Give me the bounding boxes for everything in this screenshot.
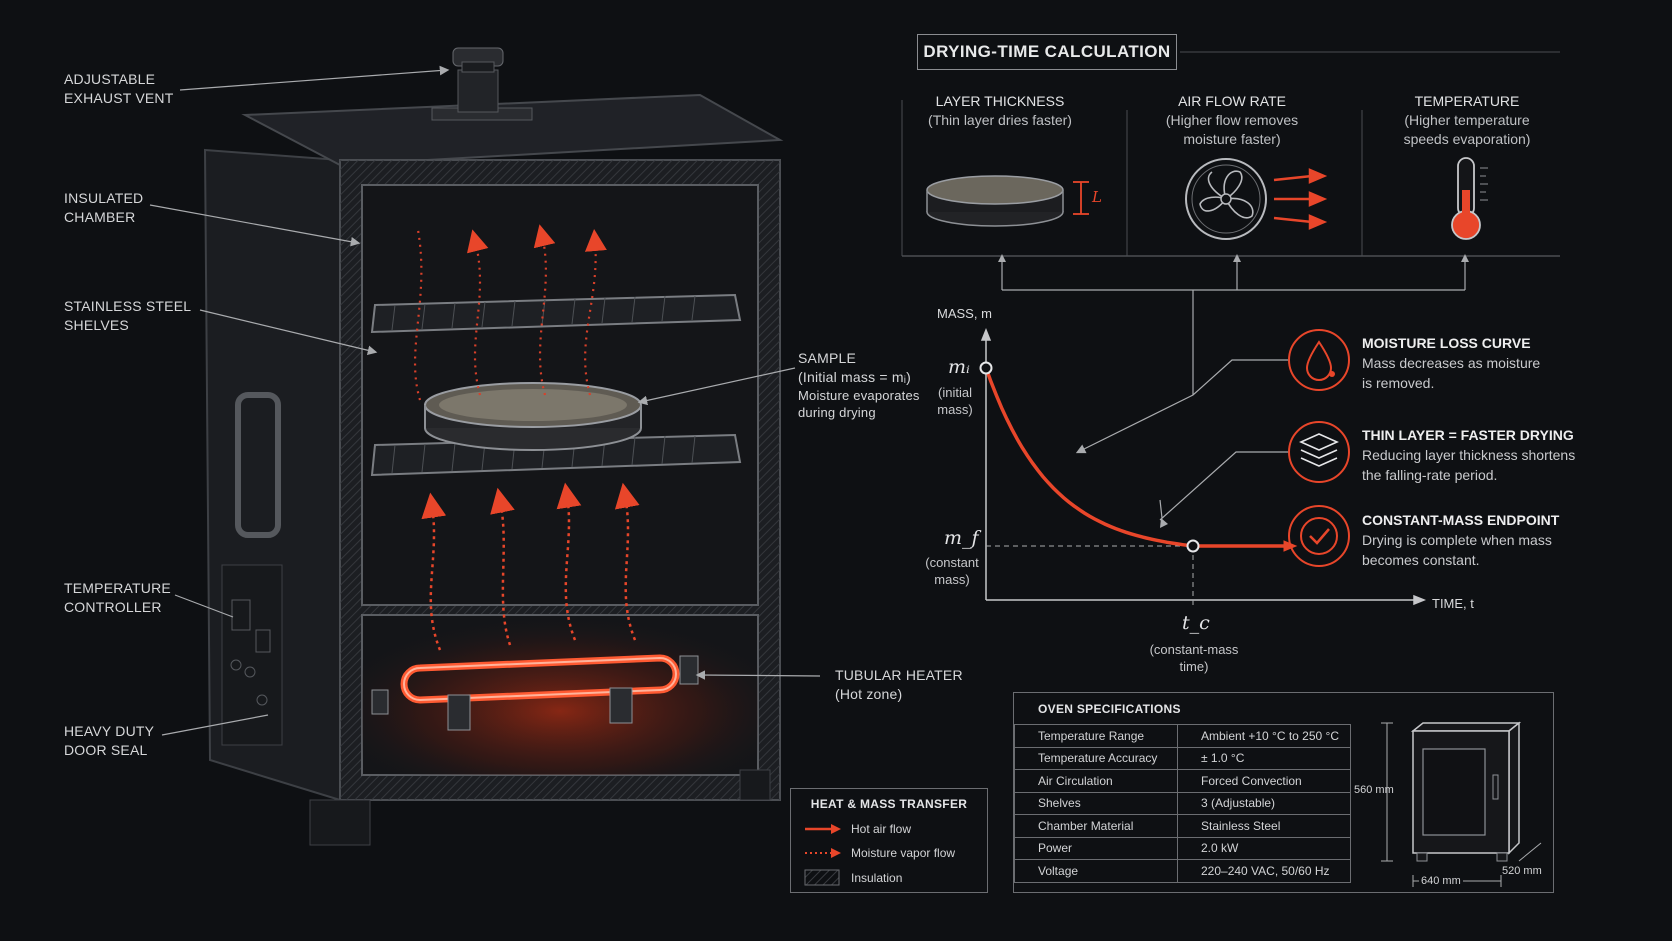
y-axis-label: MASS, m [937, 306, 992, 321]
layers-icon [1288, 421, 1350, 483]
constant-mass-time-note: (constant-mass time) [1149, 642, 1239, 674]
moisture-vapor-arrows [414, 224, 607, 401]
callout-constant-mass: CONSTANT-MASS ENDPOINT Drying is complet… [1362, 512, 1560, 568]
insulation-swatch [804, 869, 840, 886]
thermometer-icon [1451, 157, 1488, 240]
legend-vapor: Moisture vapor flow [851, 846, 956, 860]
legend-insulation: Insulation [851, 871, 903, 885]
spec-value: ± 1.0 °C [1177, 746, 1351, 770]
legend-title: HEAT & MASS TRANSFER [810, 797, 968, 811]
factor-layer-thickness: LAYER THICKNESS (Thin layer dries faster… [928, 93, 1072, 128]
spec-key: Temperature Accuracy [1014, 746, 1178, 770]
constant-mass-time-symbol: t_c [1182, 612, 1210, 634]
spec-key: Voltage [1014, 859, 1178, 883]
spec-value: Stainless Steel [1177, 814, 1351, 838]
spec-value: Ambient +10 °C to 250 °C [1177, 724, 1351, 748]
initial-mass-symbol: mᵢ [948, 356, 970, 378]
spec-key: Power [1014, 836, 1178, 860]
moisture-drop-icon [1288, 329, 1350, 391]
dim-depth: 520 mm [1502, 865, 1542, 877]
final-mass-symbol: m_f [944, 527, 979, 549]
spec-key: Temperature Range [1014, 724, 1178, 748]
spec-row: Temperature Accuracy± 1.0 °C [1014, 746, 1351, 770]
spec-key: Air Circulation [1014, 769, 1178, 793]
spec-value: 3 (Adjustable) [1177, 791, 1351, 815]
spec-value: Forced Convection [1177, 769, 1351, 793]
legend-hot-air: Hot air flow [851, 822, 912, 836]
spec-key: Chamber Material [1014, 814, 1178, 838]
oven-leader-lines [149, 65, 821, 736]
dim-height: 560 mm [1354, 784, 1394, 796]
callout-thin-layer: THIN LAYER = FASTER DRYING Reducing laye… [1362, 427, 1576, 483]
calc-title: DRYING-TIME CALCULATION [917, 34, 1177, 70]
checkmark-icon [1288, 505, 1350, 567]
spec-value: 220–240 VAC, 50/60 Hz [1177, 859, 1351, 883]
constant-mass-point [1186, 539, 1200, 553]
final-mass-note: (constant mass) [925, 555, 979, 587]
factor-temperature: TEMPERATURE (Higher temperature speeds e… [1403, 93, 1531, 147]
spec-title: OVEN SPECIFICATIONS [1038, 702, 1181, 716]
fan-icon [1185, 158, 1267, 240]
x-axis-label: TIME, t [1432, 596, 1474, 611]
dim-width: 640 mm [1419, 875, 1463, 887]
callout-moisture-loss: MOISTURE LOSS CURVE Mass decreases as mo… [1362, 335, 1541, 391]
hot-air-flow-arrows [421, 482, 640, 651]
moisture-loss-curve [984, 367, 1286, 548]
tubular-heater [371, 654, 699, 731]
spec-key: Shelves [1014, 791, 1178, 815]
heat-mass-legend: HEAT & MASS TRANSFER Hot air flow Moistu… [790, 788, 988, 893]
layer-thickness-icon [926, 175, 1089, 227]
legend-swatches [804, 824, 841, 886]
spec-value: 2.0 kW [1177, 836, 1351, 860]
factor-air-flow-rate: AIR FLOW RATE (Higher flow removes moist… [1165, 93, 1299, 147]
sample-label: SAMPLE (Initial mass = mᵢ) Moisture evap… [798, 350, 920, 420]
initial-mass-point [979, 361, 993, 375]
layer-thickness-symbol: L [1092, 188, 1102, 206]
initial-mass-note: (initial mass) [937, 385, 973, 417]
oven-dimension-drawing [1381, 721, 1542, 887]
airflow-arrows-icon [1273, 168, 1328, 230]
heater-label: TUBULAR HEATER(Hot zone) [835, 667, 963, 702]
